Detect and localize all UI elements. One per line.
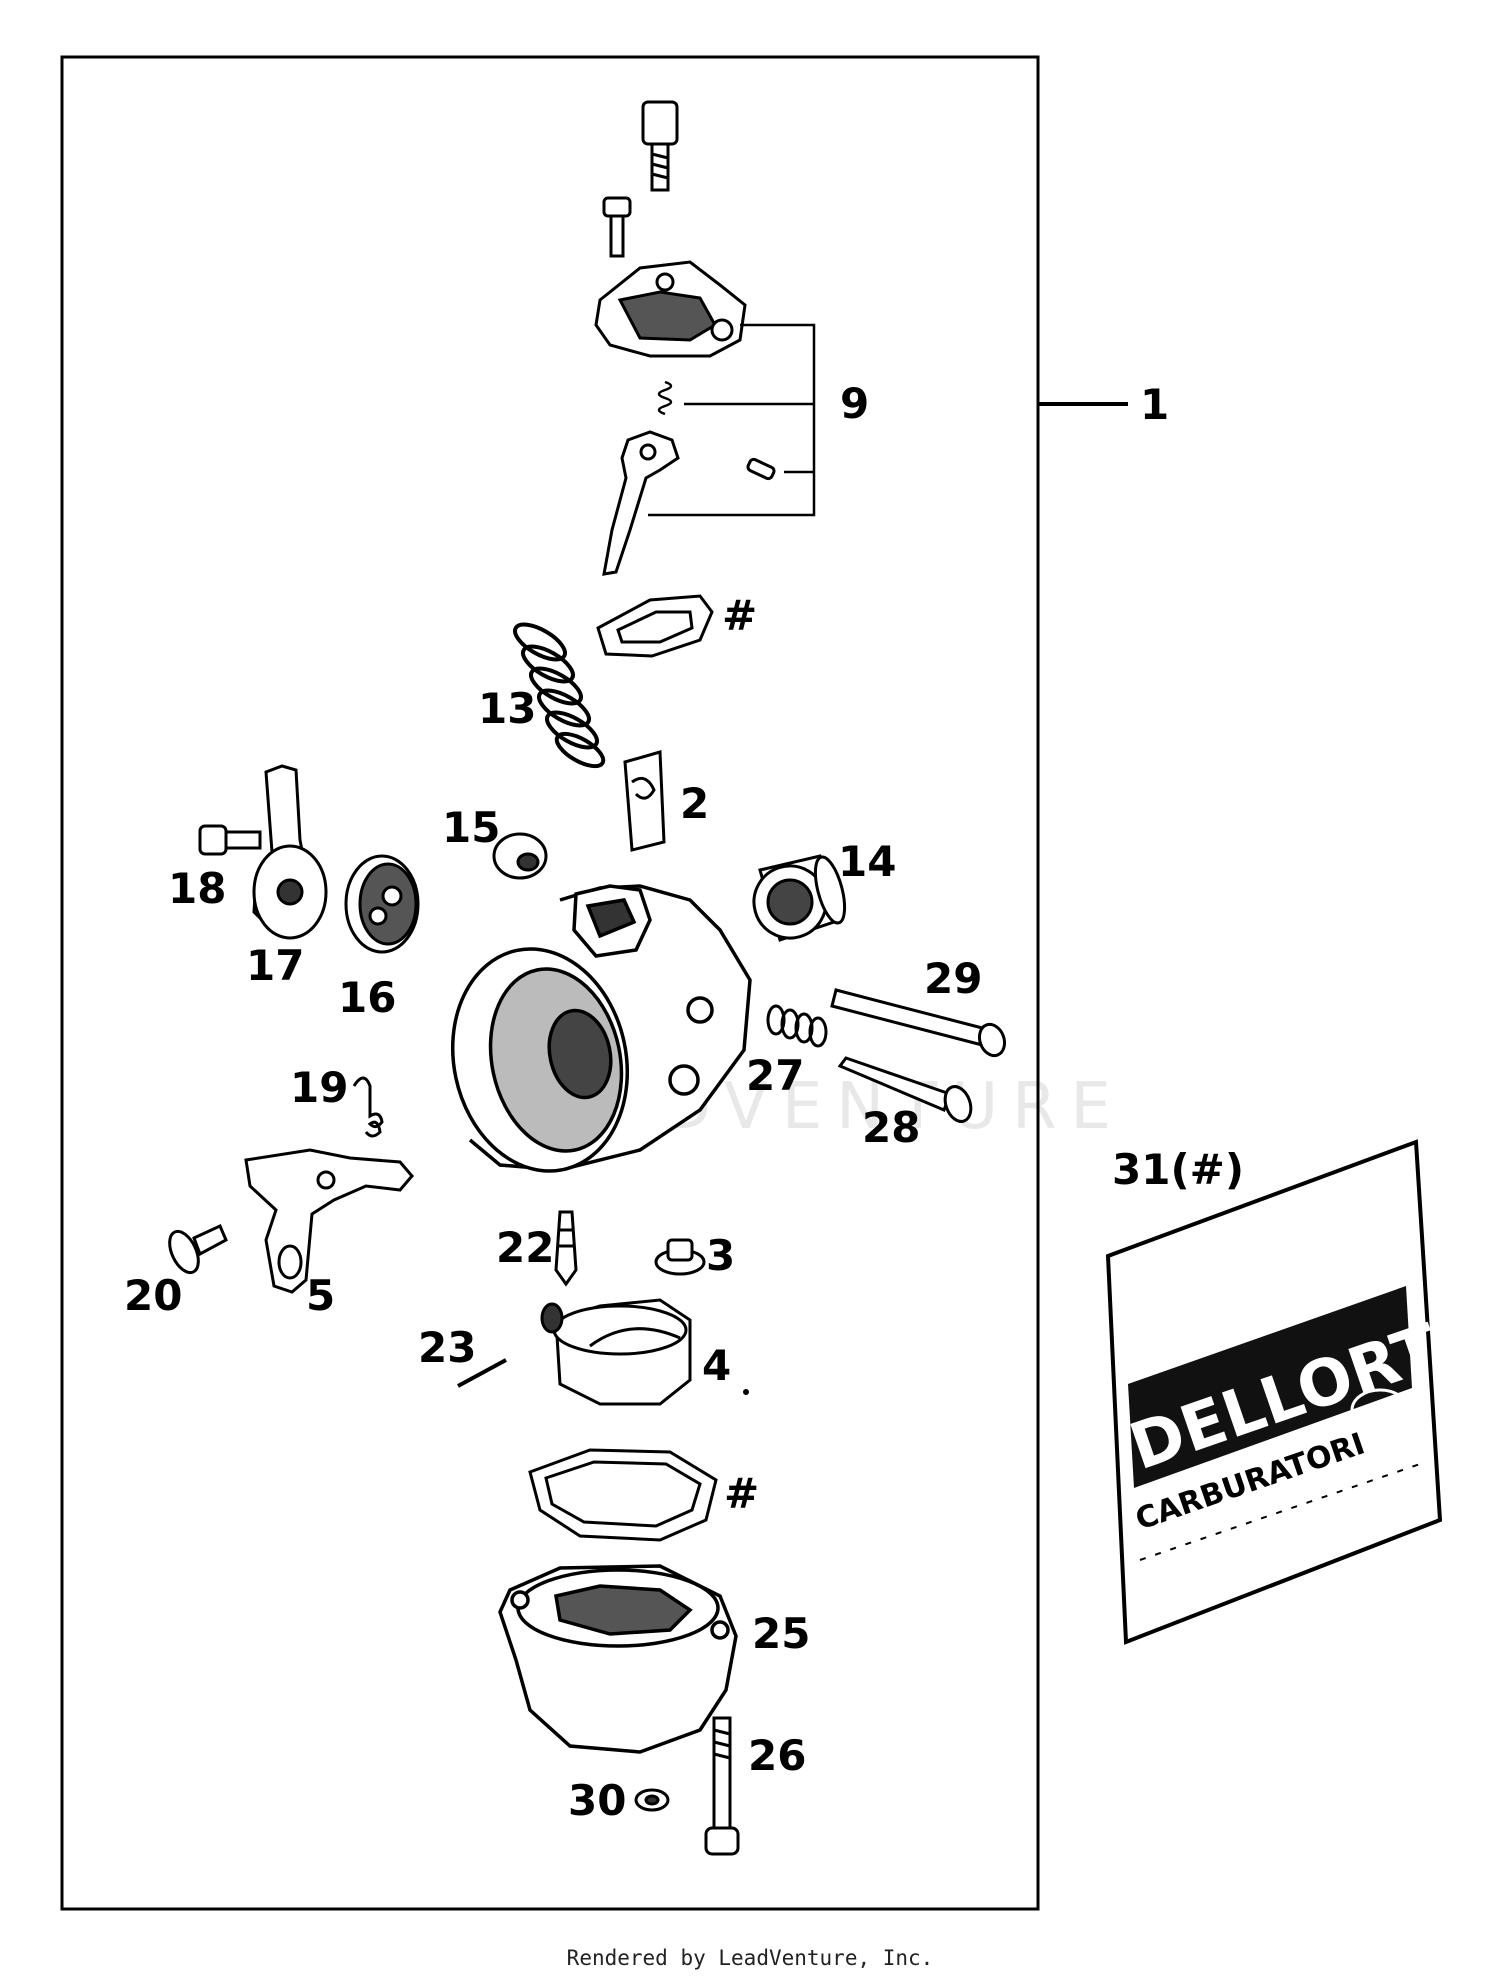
- part-19-spring: [352, 1076, 384, 1138]
- footer-credit: Rendered by LeadVenture, Inc.: [566, 1946, 934, 1970]
- part-30-washer: [634, 1788, 670, 1812]
- part-9-lever: [602, 430, 680, 576]
- callout-hash-bottom: #: [724, 1469, 759, 1518]
- assembly-frame: [60, 55, 1040, 1911]
- callout-25: 25: [752, 1609, 810, 1658]
- part-17-lever: [252, 764, 328, 940]
- part-27-spring: [766, 1004, 828, 1048]
- callout-9: 9: [840, 379, 869, 428]
- part-9-cover: [594, 260, 747, 358]
- callout-28: 28: [862, 1103, 920, 1152]
- callout-30: 30: [568, 1776, 626, 1825]
- part-2-slide: [623, 750, 666, 852]
- carburetor-body: [450, 884, 752, 1173]
- callout-14: 14: [838, 837, 896, 886]
- part-16-disc: [344, 854, 420, 954]
- callout-4: 4: [702, 1341, 731, 1390]
- part-26-bolt: [704, 1716, 740, 1856]
- part-28-needle: [837, 1056, 973, 1123]
- part-9-pin: [746, 457, 776, 481]
- callout-2: 2: [680, 779, 709, 828]
- callout-hash-top: #: [722, 591, 757, 640]
- part-22-needle: [554, 1210, 578, 1287]
- callout-1: 1: [1140, 380, 1169, 429]
- part-4-float: [540, 1298, 692, 1406]
- part-6-screw: [602, 196, 632, 258]
- callout-29: 29: [924, 954, 982, 1003]
- callout-31: 31(#): [1112, 1145, 1244, 1194]
- callout-26: 26: [748, 1731, 806, 1780]
- part-20-screw: [168, 1223, 228, 1275]
- part-9-bracket: [648, 323, 816, 517]
- callout-13: 13: [478, 684, 536, 733]
- callout-5: 5: [306, 1271, 335, 1320]
- callout-3: 3: [706, 1231, 735, 1280]
- part-18-bolt: [198, 824, 262, 856]
- part-gasket-top: [596, 594, 714, 658]
- part-13-spring: [513, 622, 606, 769]
- callout-22: 22: [496, 1223, 554, 1272]
- part-9-spring: [657, 380, 673, 416]
- callout-23: 23: [418, 1323, 476, 1372]
- part-5-bracket: [244, 1148, 414, 1294]
- part-29-screw: [830, 988, 1007, 1058]
- callout-20: 20: [124, 1271, 182, 1320]
- callout-17: 17: [246, 941, 304, 990]
- callout-16: 16: [338, 973, 396, 1022]
- callout-27: 27: [746, 1051, 804, 1100]
- part-14-sleeve: [752, 854, 847, 942]
- part-23-pin: [457, 1358, 507, 1388]
- part-3-jet: [654, 1238, 706, 1276]
- part-gasket-bottom: [528, 1448, 718, 1542]
- part-15-cap: [492, 832, 548, 880]
- part-8-screw: [641, 100, 679, 192]
- callout-19: 19: [290, 1063, 348, 1112]
- callout-18: 18: [168, 864, 226, 913]
- dot-mark: [743, 1389, 749, 1395]
- callout-15: 15: [442, 803, 500, 852]
- part-25-bowl: [498, 1564, 738, 1754]
- gasket-kit-bag: DELLORTO CARBURATORI: [1105, 1139, 1500, 1645]
